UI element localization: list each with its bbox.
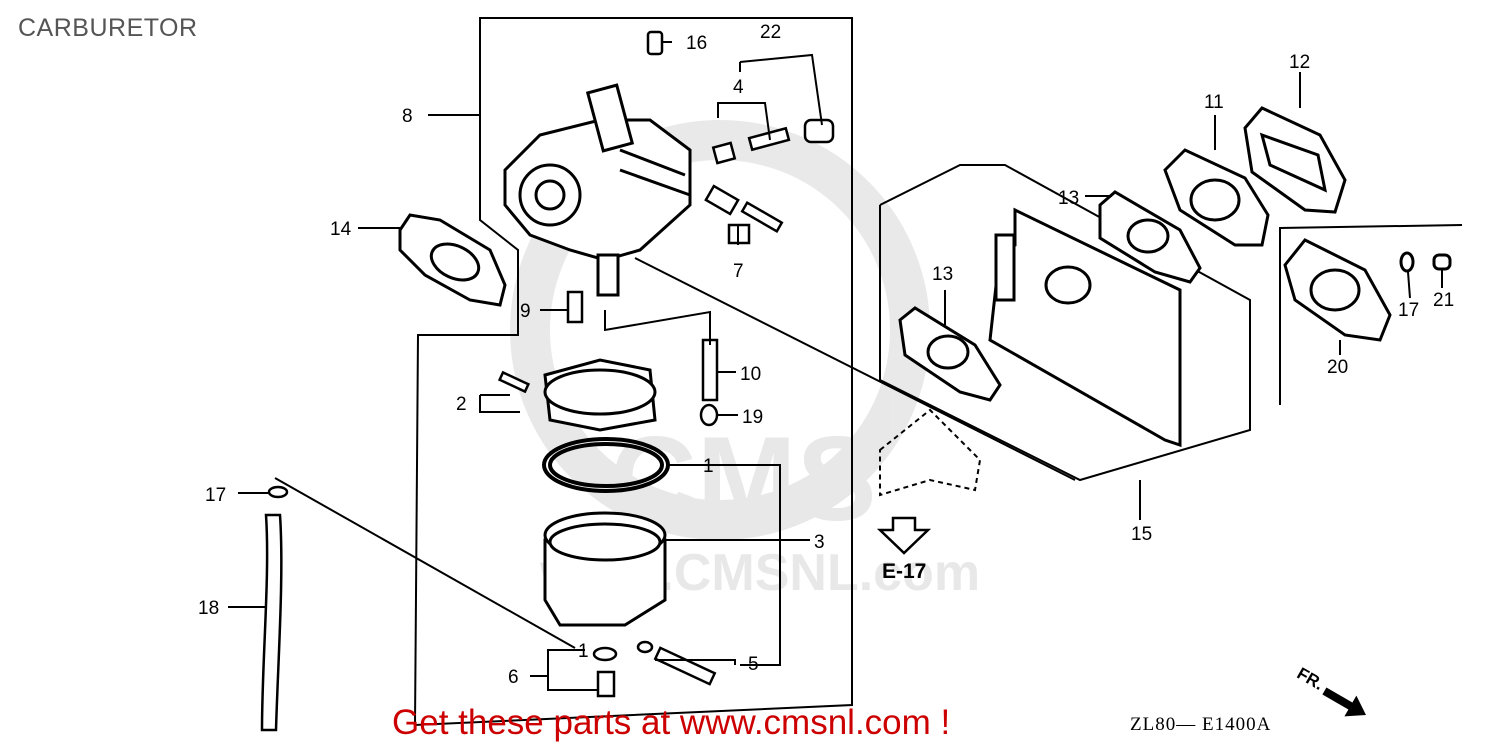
callout-22: 22 xyxy=(760,22,781,43)
carb-frame xyxy=(413,17,853,727)
callout-20: 20 xyxy=(1327,357,1348,378)
callout-1: 1 xyxy=(578,641,589,662)
separator-plate xyxy=(988,207,1182,448)
callout-2: 2 xyxy=(456,394,467,415)
callout-15: 15 xyxy=(1131,524,1152,545)
gasket-14 xyxy=(398,213,507,307)
callouts: 1 1 2 3 4 5 6 7 8 9 10 11 12 13 13 14 15… xyxy=(198,22,1454,688)
callout-13: 13 xyxy=(1058,188,1079,209)
ref-arrow xyxy=(876,516,932,555)
insulator-11 xyxy=(1163,148,1270,247)
callout-7: 7 xyxy=(733,261,744,282)
direction-arrow: FR. xyxy=(1294,664,1366,717)
callout-16: 16 xyxy=(686,33,707,54)
ref-e17: E-17 xyxy=(882,560,926,583)
callout-11: 11 xyxy=(1204,92,1224,113)
callout-4: 4 xyxy=(733,77,744,98)
svg-text:FR.: FR. xyxy=(1294,664,1327,694)
gasket-13-left xyxy=(898,306,1002,402)
gasket-12 xyxy=(1243,106,1347,214)
ref-dashed xyxy=(879,408,982,497)
carburetor-body xyxy=(503,83,692,297)
float xyxy=(543,358,657,432)
callout-19: 19 xyxy=(742,407,763,428)
drawing-code: ZL80— E1400A xyxy=(1130,714,1272,735)
cta-link[interactable]: Get these parts at www.cmsnl.com ! xyxy=(392,703,951,742)
callout-8: 8 xyxy=(402,106,413,127)
callout-13: 13 xyxy=(932,264,953,285)
callout-21: 21 xyxy=(1433,290,1454,311)
gasket-13-right xyxy=(1098,190,1202,284)
callout-9: 9 xyxy=(520,301,531,322)
callout-18: 18 xyxy=(198,598,219,619)
leader-lines xyxy=(228,41,1443,691)
page-title: CARBURETOR xyxy=(18,14,198,42)
callout-3: 3 xyxy=(814,532,825,553)
callout-10: 10 xyxy=(740,364,761,385)
callout-1: 1 xyxy=(703,456,714,477)
callout-14: 14 xyxy=(330,219,352,240)
gasket-frame xyxy=(879,164,1251,482)
callout-17: 17 xyxy=(1398,300,1419,321)
callout-5: 5 xyxy=(748,654,759,675)
float-chamber xyxy=(543,511,667,627)
callout-17: 17 xyxy=(205,485,226,506)
callout-6: 6 xyxy=(508,667,519,688)
callout-12: 12 xyxy=(1289,52,1310,73)
insulator-frame xyxy=(1279,224,1463,405)
insulator-20 xyxy=(1283,238,1452,342)
